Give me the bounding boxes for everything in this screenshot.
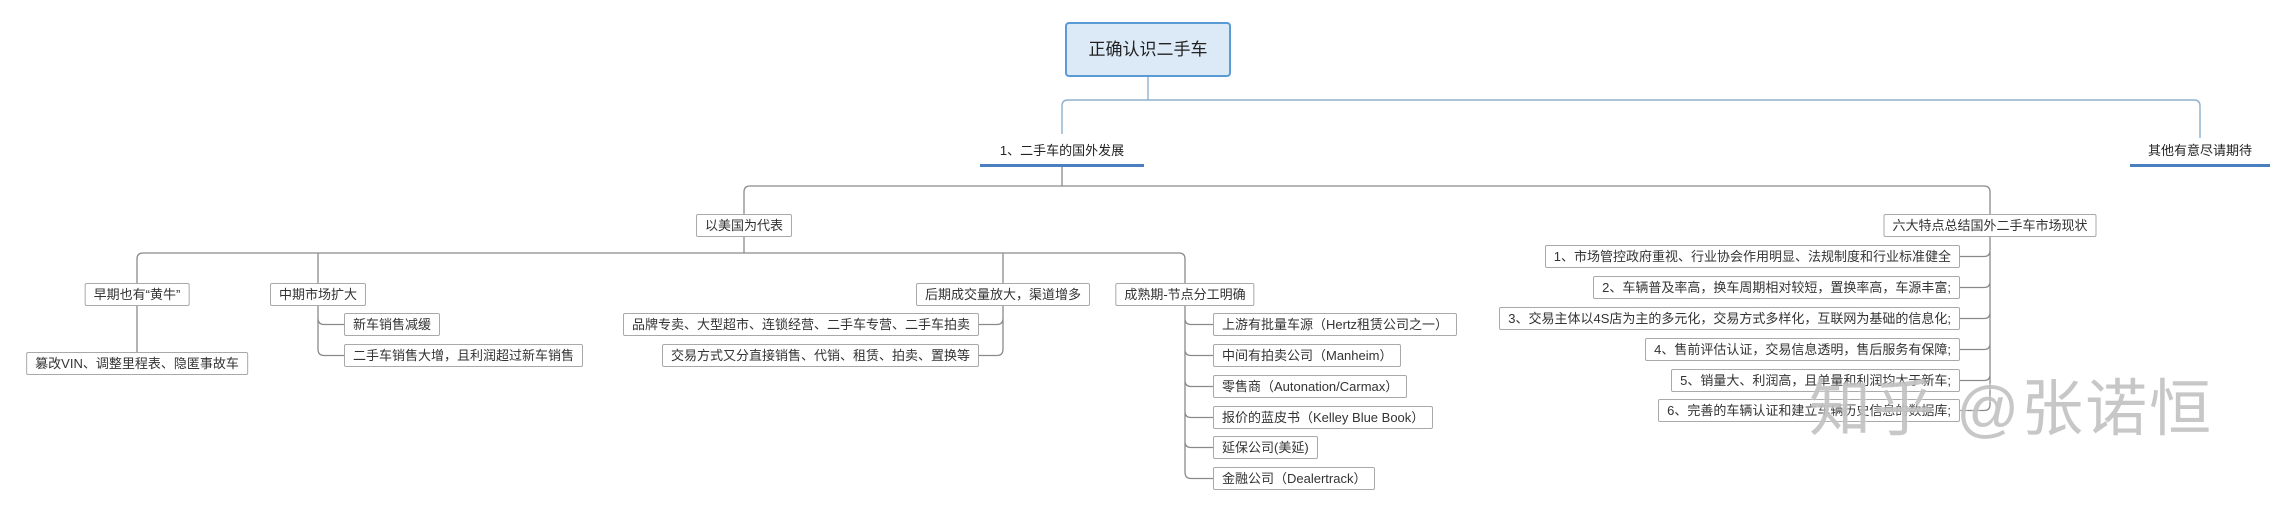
- stage-mature: 成熟期-节点分工明确: [1115, 283, 1255, 306]
- stage-middle: 中期市场扩大: [269, 283, 367, 306]
- mature-items-link: [1184, 306, 1213, 480]
- level1-link: [1061, 99, 2201, 138]
- later-item: 品牌专卖、大型超市、连锁经营、二手车专营、二手车拍卖: [622, 313, 979, 336]
- stage-early: 早期也有“黄牛”: [84, 283, 190, 306]
- mature-item: 金融公司（Dealertrack）: [1213, 467, 1376, 490]
- mature-item: 报价的蓝皮书（Kelley Blue Book）: [1213, 406, 1434, 429]
- middle-item: 二手车销售大增，且利润超过新车销售: [344, 344, 584, 367]
- mature-item: 中间有拍卖公司（Manheim）: [1213, 344, 1402, 367]
- feature-item: 4、售前评估认证，交易信息透明，售后服务有保障;: [1645, 338, 1960, 361]
- later-items-link: [979, 306, 1004, 357]
- feature-item: 6、完善的车辆认证和建立车辆历史信息的数据库;: [1658, 399, 1960, 422]
- middle-item: 新车销售减缓: [344, 313, 441, 336]
- mature-item: 零售商（Autonation/Carmax）: [1213, 375, 1408, 398]
- topic-six-features: 六大特点总结国外二手车市场现状: [1883, 214, 2097, 237]
- stages-link: [136, 252, 1186, 283]
- features-items-link: [1960, 237, 1991, 412]
- later-item: 交易方式又分直接销售、代销、租赁、拍卖、置换等: [661, 344, 979, 367]
- stage-later: 后期成交量放大，渠道增多: [915, 283, 1091, 306]
- level2-link: [743, 185, 1991, 214]
- mature-item: 上游有批量车源（Hertz租赁公司之一）: [1213, 313, 1458, 336]
- feature-item: 5、销量大、利润高，且单量和利润均大于新车;: [1671, 369, 1960, 392]
- early-item: 篡改VIN、调整里程表、隐匿事故车: [26, 352, 248, 375]
- topic-foreign-development: 1、二手车的国外发展: [980, 140, 1144, 167]
- feature-item: 1、市场管控政府重视、行业协会作用明显、法规制度和行业标准健全: [1544, 245, 1960, 268]
- root-topic: 正确认识二手车: [1065, 22, 1231, 77]
- feature-item: 2、车辆普及率高，换车周期相对较短，置换率高，车源丰富;: [1593, 276, 1960, 299]
- feature-item: 3、交易主体以4S店为主的多元化，交易方式多样化，互联网为基础的信息化;: [1499, 307, 1960, 330]
- mature-item: 延保公司(美延): [1213, 436, 1318, 459]
- topic-coming-soon: 其他有意尽请期待: [2130, 140, 2270, 167]
- middle-items-link: [317, 306, 344, 357]
- topic-usa-representative: 以美国为代表: [695, 214, 793, 237]
